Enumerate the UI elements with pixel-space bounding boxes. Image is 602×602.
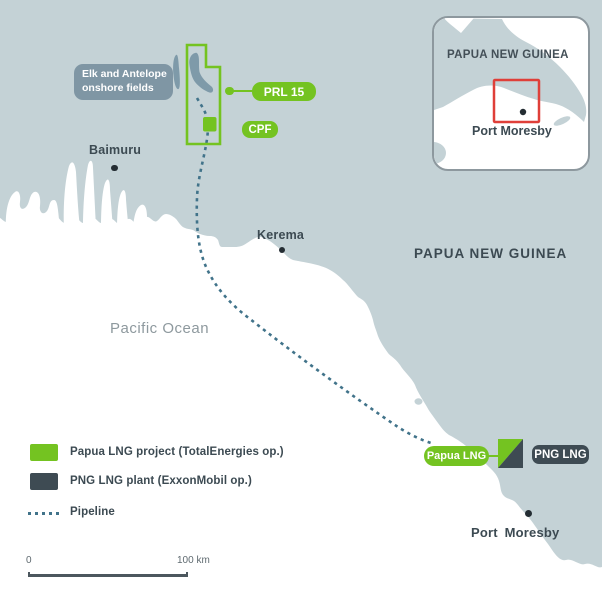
prl15-connector-line [232, 89, 253, 92]
inset-mainland-shape [434, 18, 587, 122]
legend-swatch-papua-lng [30, 444, 58, 461]
cpf-label: CPF [242, 121, 278, 138]
legend-label-papua-lng: Papua LNG project (TotalEnergies op.) [70, 446, 284, 458]
inset-highlight-box [492, 78, 541, 124]
license-area-outline [185, 43, 222, 146]
papua-lng-connector-line [487, 454, 499, 457]
scale-bar-line [28, 572, 188, 577]
ocean-label: Pacific Ocean [110, 320, 210, 337]
prl15-label: PRL 15 [252, 82, 316, 101]
inset-city-dot-port-moresby [519, 108, 527, 116]
inset-country-label: PAPUA NEW GUINEA [447, 49, 569, 61]
inset-coast-notch [444, 18, 474, 33]
legend-swatch-png-lng [30, 473, 58, 490]
legend-pipeline-sample [28, 512, 60, 515]
papua-lng-label: Papua LNG [424, 446, 489, 466]
country-label: PAPUA NEW GUINEA [414, 246, 568, 261]
elk-antelope-callout: Elk and Antelope onshore fields [74, 64, 173, 100]
offshore-island [414, 398, 423, 405]
city-dot-kerema [279, 246, 285, 253]
callout-line-1: Elk and Antelope [82, 68, 167, 80]
prl15-connector-dot [225, 86, 234, 95]
inset-coast-fragment [434, 142, 446, 164]
inset-canvas [434, 18, 587, 164]
city-label-port-moresby: Port Moresby [471, 525, 560, 540]
callout-line-2: onshore fields [82, 81, 154, 94]
cpf-marker [203, 117, 217, 132]
inset-city-label: Port Moresby [472, 124, 552, 138]
legend-label-png-lng: PNG LNG plant (ExxonMobil op.) [70, 475, 252, 487]
elk-antelope-field-shape [189, 52, 214, 93]
inset-map: PAPUA NEW GUINEA Port Moresby [432, 16, 590, 171]
legend-label-pipeline: Pipeline [70, 506, 115, 518]
city-label-kerema: Kerema [257, 228, 305, 242]
delta-inlets [5, 160, 148, 234]
png-lng-plant-marker [498, 439, 523, 468]
pipeline-path [195, 97, 432, 445]
scale-start-value: 0 [26, 555, 32, 566]
city-dot-port-moresby [524, 509, 532, 517]
png-lng-label: PNG LNG [532, 445, 589, 464]
inset-island [553, 116, 571, 126]
city-dot-baimuru [111, 164, 118, 171]
scale-end-value: 100 km [177, 555, 210, 566]
city-label-baimuru: Baimuru [89, 143, 142, 157]
field-fragment-shape [173, 54, 180, 90]
